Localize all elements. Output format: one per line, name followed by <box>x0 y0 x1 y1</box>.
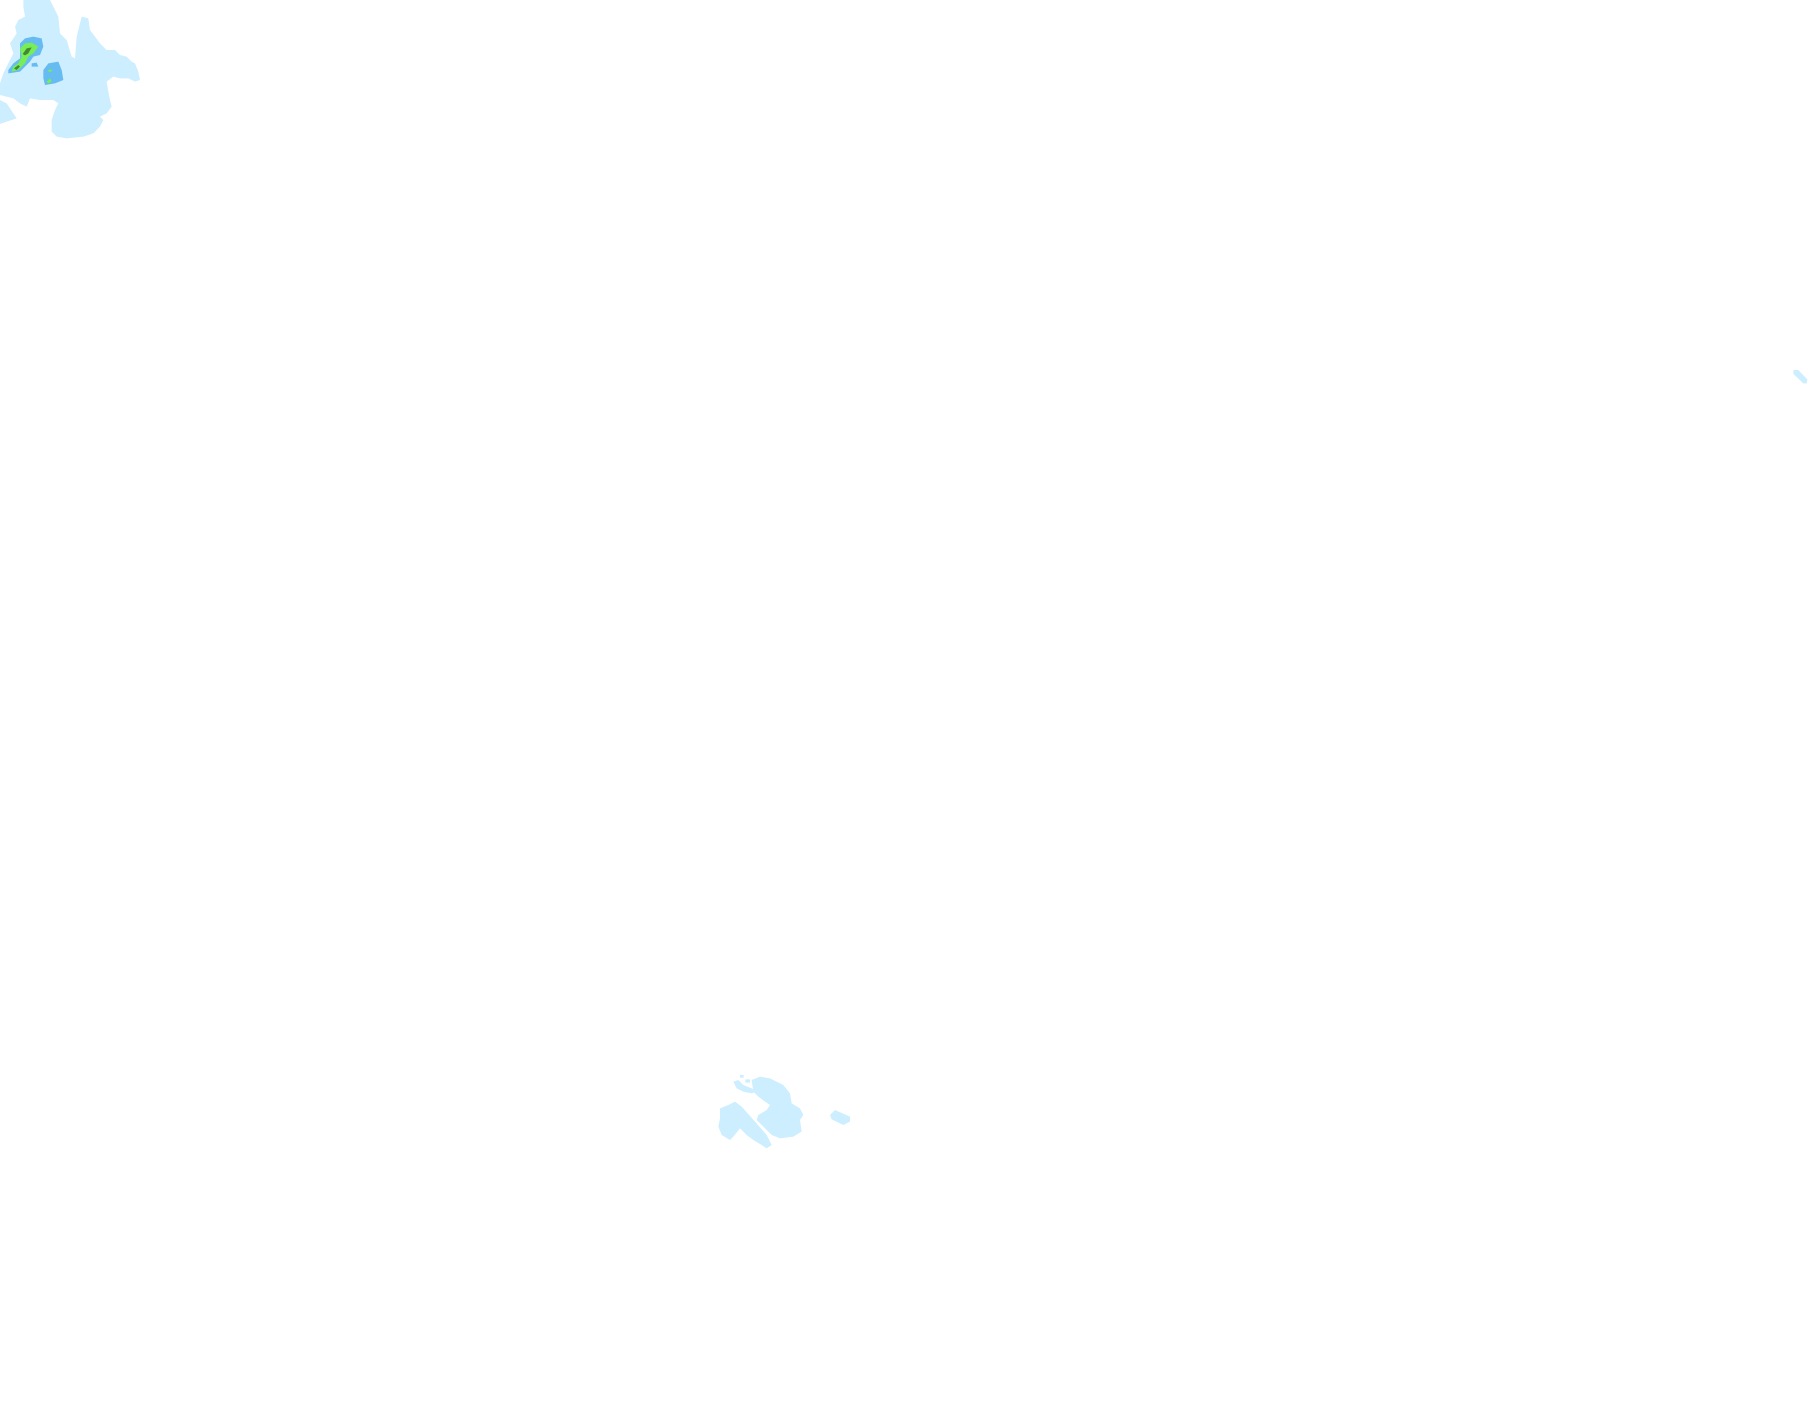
precip-intense-area <box>22 47 32 56</box>
precip-cell-northwest <box>0 0 140 139</box>
precip-cell-south <box>718 1075 850 1149</box>
precip-heavy-area <box>48 69 52 72</box>
precip-moderate-area <box>43 61 64 85</box>
precip-light-area <box>740 1075 744 1078</box>
precip-intense-area <box>14 65 20 70</box>
precip-light-area <box>751 1076 804 1139</box>
precip-light-area <box>1793 370 1808 384</box>
precip-heavy-area <box>11 42 39 72</box>
precip-light-area <box>0 100 17 124</box>
precip-light-area <box>830 1110 850 1125</box>
precip-moderate-area <box>31 62 39 67</box>
precip-cell-east <box>1793 370 1808 384</box>
precip-light-area <box>733 1080 757 1094</box>
precip-light-area <box>745 1079 750 1083</box>
precip-light-area <box>0 0 140 139</box>
precip-light-area <box>718 1101 772 1149</box>
precip-heavy-area <box>46 78 52 84</box>
